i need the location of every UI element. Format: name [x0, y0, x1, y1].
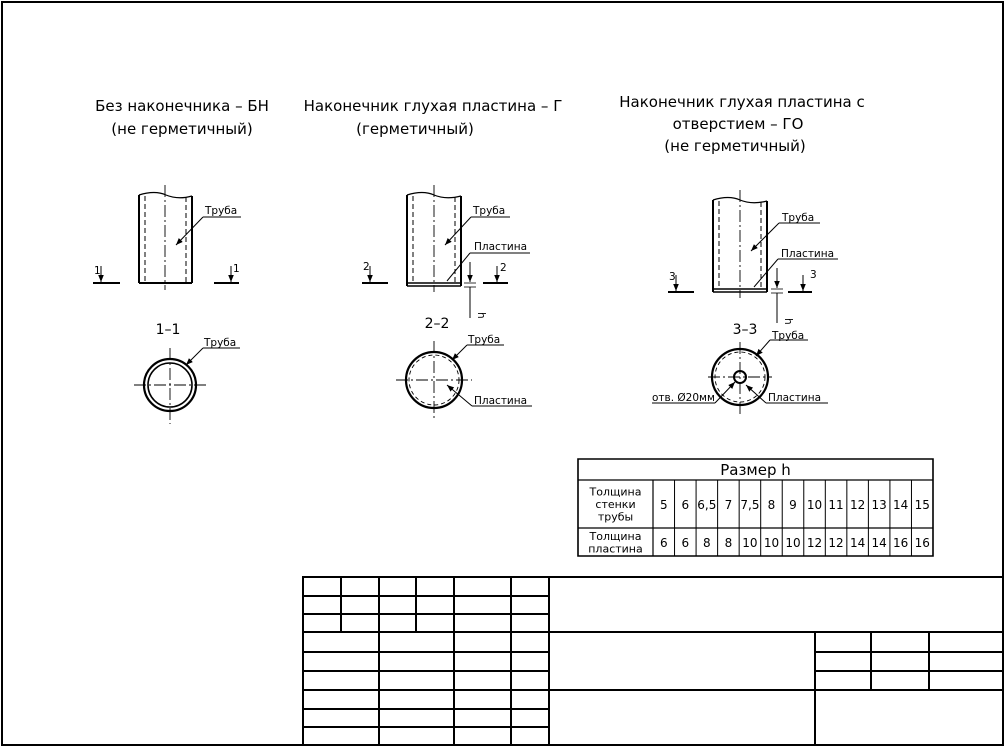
- table-row-label: трубы: [598, 511, 633, 524]
- section-title-1-1: 1–1: [156, 322, 181, 338]
- table-cell: 7: [725, 498, 733, 512]
- label-hole-diameter: отв. Ø20мм: [652, 392, 715, 404]
- title-g-line1: Наконечник глухая пластина – Г: [304, 97, 563, 115]
- view-g-pipe: [362, 185, 530, 318]
- table-cell: 6: [660, 536, 668, 550]
- section-mark-1-right: 1: [233, 263, 240, 275]
- table-cell: 5: [660, 498, 668, 512]
- table-row-label: пластина: [588, 542, 643, 555]
- table-cell: 8: [703, 536, 711, 550]
- table-cell: 14: [893, 498, 908, 512]
- table-row-label: стенки: [595, 498, 635, 511]
- table-cell: 6,5: [697, 498, 716, 512]
- label-plate-section-2: Пластина: [474, 395, 527, 407]
- section-mark-1-left: 1: [94, 265, 101, 277]
- dimension-h-go: h: [782, 318, 794, 325]
- table-cell: 9: [789, 498, 797, 512]
- table-cell: 16: [915, 536, 930, 550]
- label-plate-section-3: Пластина: [768, 392, 821, 404]
- label-plate-g: Пластина: [474, 241, 527, 253]
- table-cell: 10: [807, 498, 822, 512]
- table-cell: 10: [764, 536, 779, 550]
- table-title: Размер h: [720, 461, 791, 479]
- table-cell: 10: [742, 536, 757, 550]
- label-pipe-bn: Труба: [204, 205, 237, 217]
- title-bn-line1: Без наконечника – БН: [95, 97, 269, 115]
- title-g-line2: (герметичный): [356, 120, 474, 138]
- section-mark-3-right: 3: [810, 269, 817, 281]
- table-cell: 12: [807, 536, 822, 550]
- dimension-h-g: h: [475, 312, 487, 319]
- title-bn-line2: (не герметичный): [111, 120, 252, 138]
- table-cell: 10: [785, 536, 800, 550]
- view-bn-pipe: [93, 185, 241, 290]
- label-pipe-section-3: Труба: [771, 330, 804, 342]
- table-cell: 14: [872, 536, 887, 550]
- table-cell: 6: [681, 498, 689, 512]
- label-pipe-section-1: Труба: [203, 337, 236, 349]
- section-3-3-drawing: [652, 340, 828, 415]
- table-row-label: Толщина: [589, 530, 642, 543]
- table-cell: 12: [850, 498, 865, 512]
- section-mark-2-right: 2: [500, 262, 507, 274]
- section-2-2-drawing: [396, 341, 532, 418]
- label-pipe-go: Труба: [781, 212, 814, 224]
- table-cell: 11: [828, 498, 843, 512]
- title-block: [303, 577, 1003, 745]
- table-cell: 12: [828, 536, 843, 550]
- title-go-line3: (не герметичный): [664, 137, 805, 155]
- section-title-3-3: 3–3: [733, 322, 758, 338]
- title-go-line2: отверстием – ГО: [673, 115, 804, 133]
- table-cell: 7,5: [740, 498, 759, 512]
- table-cell: 13: [872, 498, 887, 512]
- section-title-2-2: 2–2: [425, 316, 450, 332]
- label-plate-go: Пластина: [781, 248, 834, 260]
- table-row-label: Толщина: [589, 486, 642, 499]
- table-cell: 14: [850, 536, 865, 550]
- table-cell: 16: [893, 536, 908, 550]
- section-1-1-drawing: [134, 348, 240, 424]
- view-go-pipe: [668, 190, 838, 323]
- label-pipe-section-2: Труба: [467, 334, 500, 346]
- title-go-line1: Наконечник глухая пластина с: [619, 93, 865, 111]
- section-mark-2-left: 2: [363, 261, 370, 273]
- table-cell: 6: [681, 536, 689, 550]
- label-pipe-g: Труба: [472, 205, 505, 217]
- table-cell: 15: [915, 498, 930, 512]
- table-cell: 8: [725, 536, 733, 550]
- table-cell: 8: [768, 498, 776, 512]
- section-mark-3-left: 3: [669, 271, 676, 283]
